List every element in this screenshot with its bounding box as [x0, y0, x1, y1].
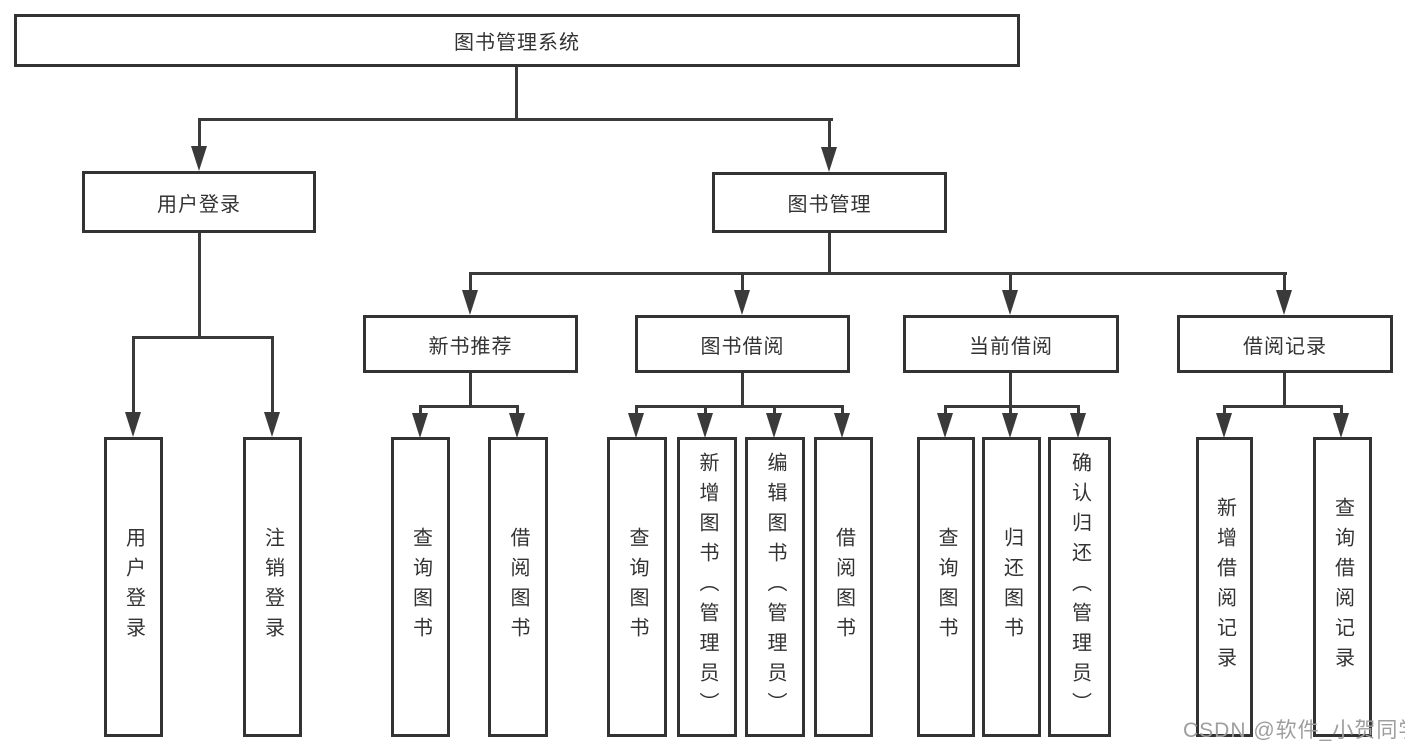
watermark: CSDN @软件_小贺同学 [1183, 719, 1405, 742]
connector-line [419, 407, 422, 414]
arrow-down-icon [766, 413, 782, 438]
node-label: 新书推荐 [428, 335, 513, 358]
connector-line [469, 272, 1287, 275]
leaf-cb-return-books: 归还图书 [982, 437, 1041, 737]
connector-line [773, 407, 776, 414]
connector-line [741, 274, 744, 291]
leaf-bb-borrow-books: 借阅图书 [814, 437, 873, 737]
leaf-user-login: 用户登录 [104, 437, 163, 737]
connector-line [635, 405, 844, 408]
leaf-cb-query-books: 查询图书 [917, 437, 975, 737]
leaf-cb-confirm-return-admin: 确认归还（管理员） [1048, 437, 1111, 737]
arrow-down-icon [1002, 290, 1018, 315]
node-label: 图书借阅 [700, 335, 785, 358]
node-label: 查询借阅记录 [1331, 497, 1354, 677]
node-label: 用户登录 [157, 193, 241, 216]
arrow-down-icon [1333, 413, 1349, 438]
connector-line [198, 233, 201, 337]
connector-line [132, 336, 274, 339]
connector-line [704, 407, 707, 414]
connector-line [841, 407, 844, 414]
connector-line [515, 67, 518, 119]
arrow-down-icon [697, 413, 713, 438]
node-label: 图书管理系统 [454, 32, 580, 54]
connector-line [741, 373, 744, 406]
connector-line [1009, 274, 1012, 291]
node-label: 借阅图书 [507, 527, 529, 647]
connector-line [1340, 407, 1343, 414]
connector-line [635, 407, 638, 414]
node-root-library-system: 图书管理系统 [14, 14, 1020, 67]
node-borrow-records: 借阅记录 [1177, 315, 1393, 373]
connector-line [198, 120, 201, 147]
connector-line [1283, 373, 1286, 406]
connector-line [1223, 405, 1343, 408]
node-label: 查询图书 [409, 527, 432, 647]
arrow-down-icon [412, 413, 428, 438]
node-label: 确认归还（管理员） [1068, 452, 1091, 722]
connector-line [469, 373, 472, 406]
arrow-down-icon [462, 290, 478, 315]
arrow-down-icon [834, 413, 850, 438]
connector-line [271, 338, 274, 414]
connector-line [944, 405, 1080, 408]
node-book-management: 图书管理 [712, 172, 947, 233]
connector-line [132, 338, 135, 414]
leaf-bb-edit-books-admin: 编辑图书（管理员） [745, 437, 805, 737]
arrow-down-icon [821, 147, 837, 172]
node-label: 用户登录 [122, 527, 145, 647]
connector-line [469, 274, 472, 291]
node-user-login: 用户登录 [82, 171, 316, 233]
arrow-down-icon [125, 412, 141, 437]
leaf-nb-borrow-books: 借阅图书 [488, 437, 548, 737]
arrow-down-icon [264, 412, 280, 437]
connector-line [1077, 407, 1080, 414]
leaf-bb-query-books: 查询图书 [607, 437, 667, 737]
connector-line [828, 233, 831, 274]
node-book-borrowing: 图书借阅 [635, 315, 850, 373]
connector-line [1009, 407, 1012, 414]
leaf-logout: 注销登录 [243, 437, 302, 737]
arrow-down-icon [191, 146, 207, 171]
node-new-book-recommend: 新书推荐 [363, 315, 578, 373]
node-label: 查询图书 [935, 527, 957, 647]
arrow-down-icon [734, 290, 750, 315]
node-label: 当前借阅 [969, 335, 1053, 358]
node-label: 归还图书 [1000, 527, 1023, 647]
arrow-down-icon [509, 413, 525, 438]
connector-line [1223, 407, 1226, 414]
node-label: 注销登录 [261, 527, 284, 647]
node-label: 查询图书 [626, 527, 648, 647]
connector-line [1009, 373, 1012, 406]
leaf-bb-add-books-admin: 新增图书（管理员） [677, 437, 737, 737]
arrow-down-icon [1070, 413, 1086, 438]
arrow-down-icon [1002, 413, 1018, 438]
connector-line [944, 407, 947, 414]
node-label: 借阅图书 [832, 527, 855, 647]
node-label: 借阅记录 [1243, 335, 1327, 358]
node-label: 新增图书（管理员） [696, 452, 718, 722]
connector-line [198, 118, 833, 121]
connector-line [828, 120, 831, 147]
node-label: 图书管理 [787, 194, 872, 216]
node-label: 编辑图书（管理员） [764, 452, 786, 722]
connector-line [419, 405, 519, 408]
node-label: 新增借阅记录 [1213, 497, 1236, 677]
arrow-down-icon [628, 413, 644, 438]
arrow-down-icon [1276, 290, 1292, 315]
connector-line [1283, 274, 1286, 291]
node-current-borrowing: 当前借阅 [903, 315, 1119, 373]
arrow-down-icon [1216, 413, 1232, 438]
leaf-br-query-record: 查询借阅记录 [1313, 437, 1372, 737]
connector-line [516, 407, 519, 414]
leaf-nb-query-books: 查询图书 [391, 437, 450, 737]
leaf-br-add-record: 新增借阅记录 [1196, 437, 1253, 737]
arrow-down-icon [937, 413, 953, 438]
